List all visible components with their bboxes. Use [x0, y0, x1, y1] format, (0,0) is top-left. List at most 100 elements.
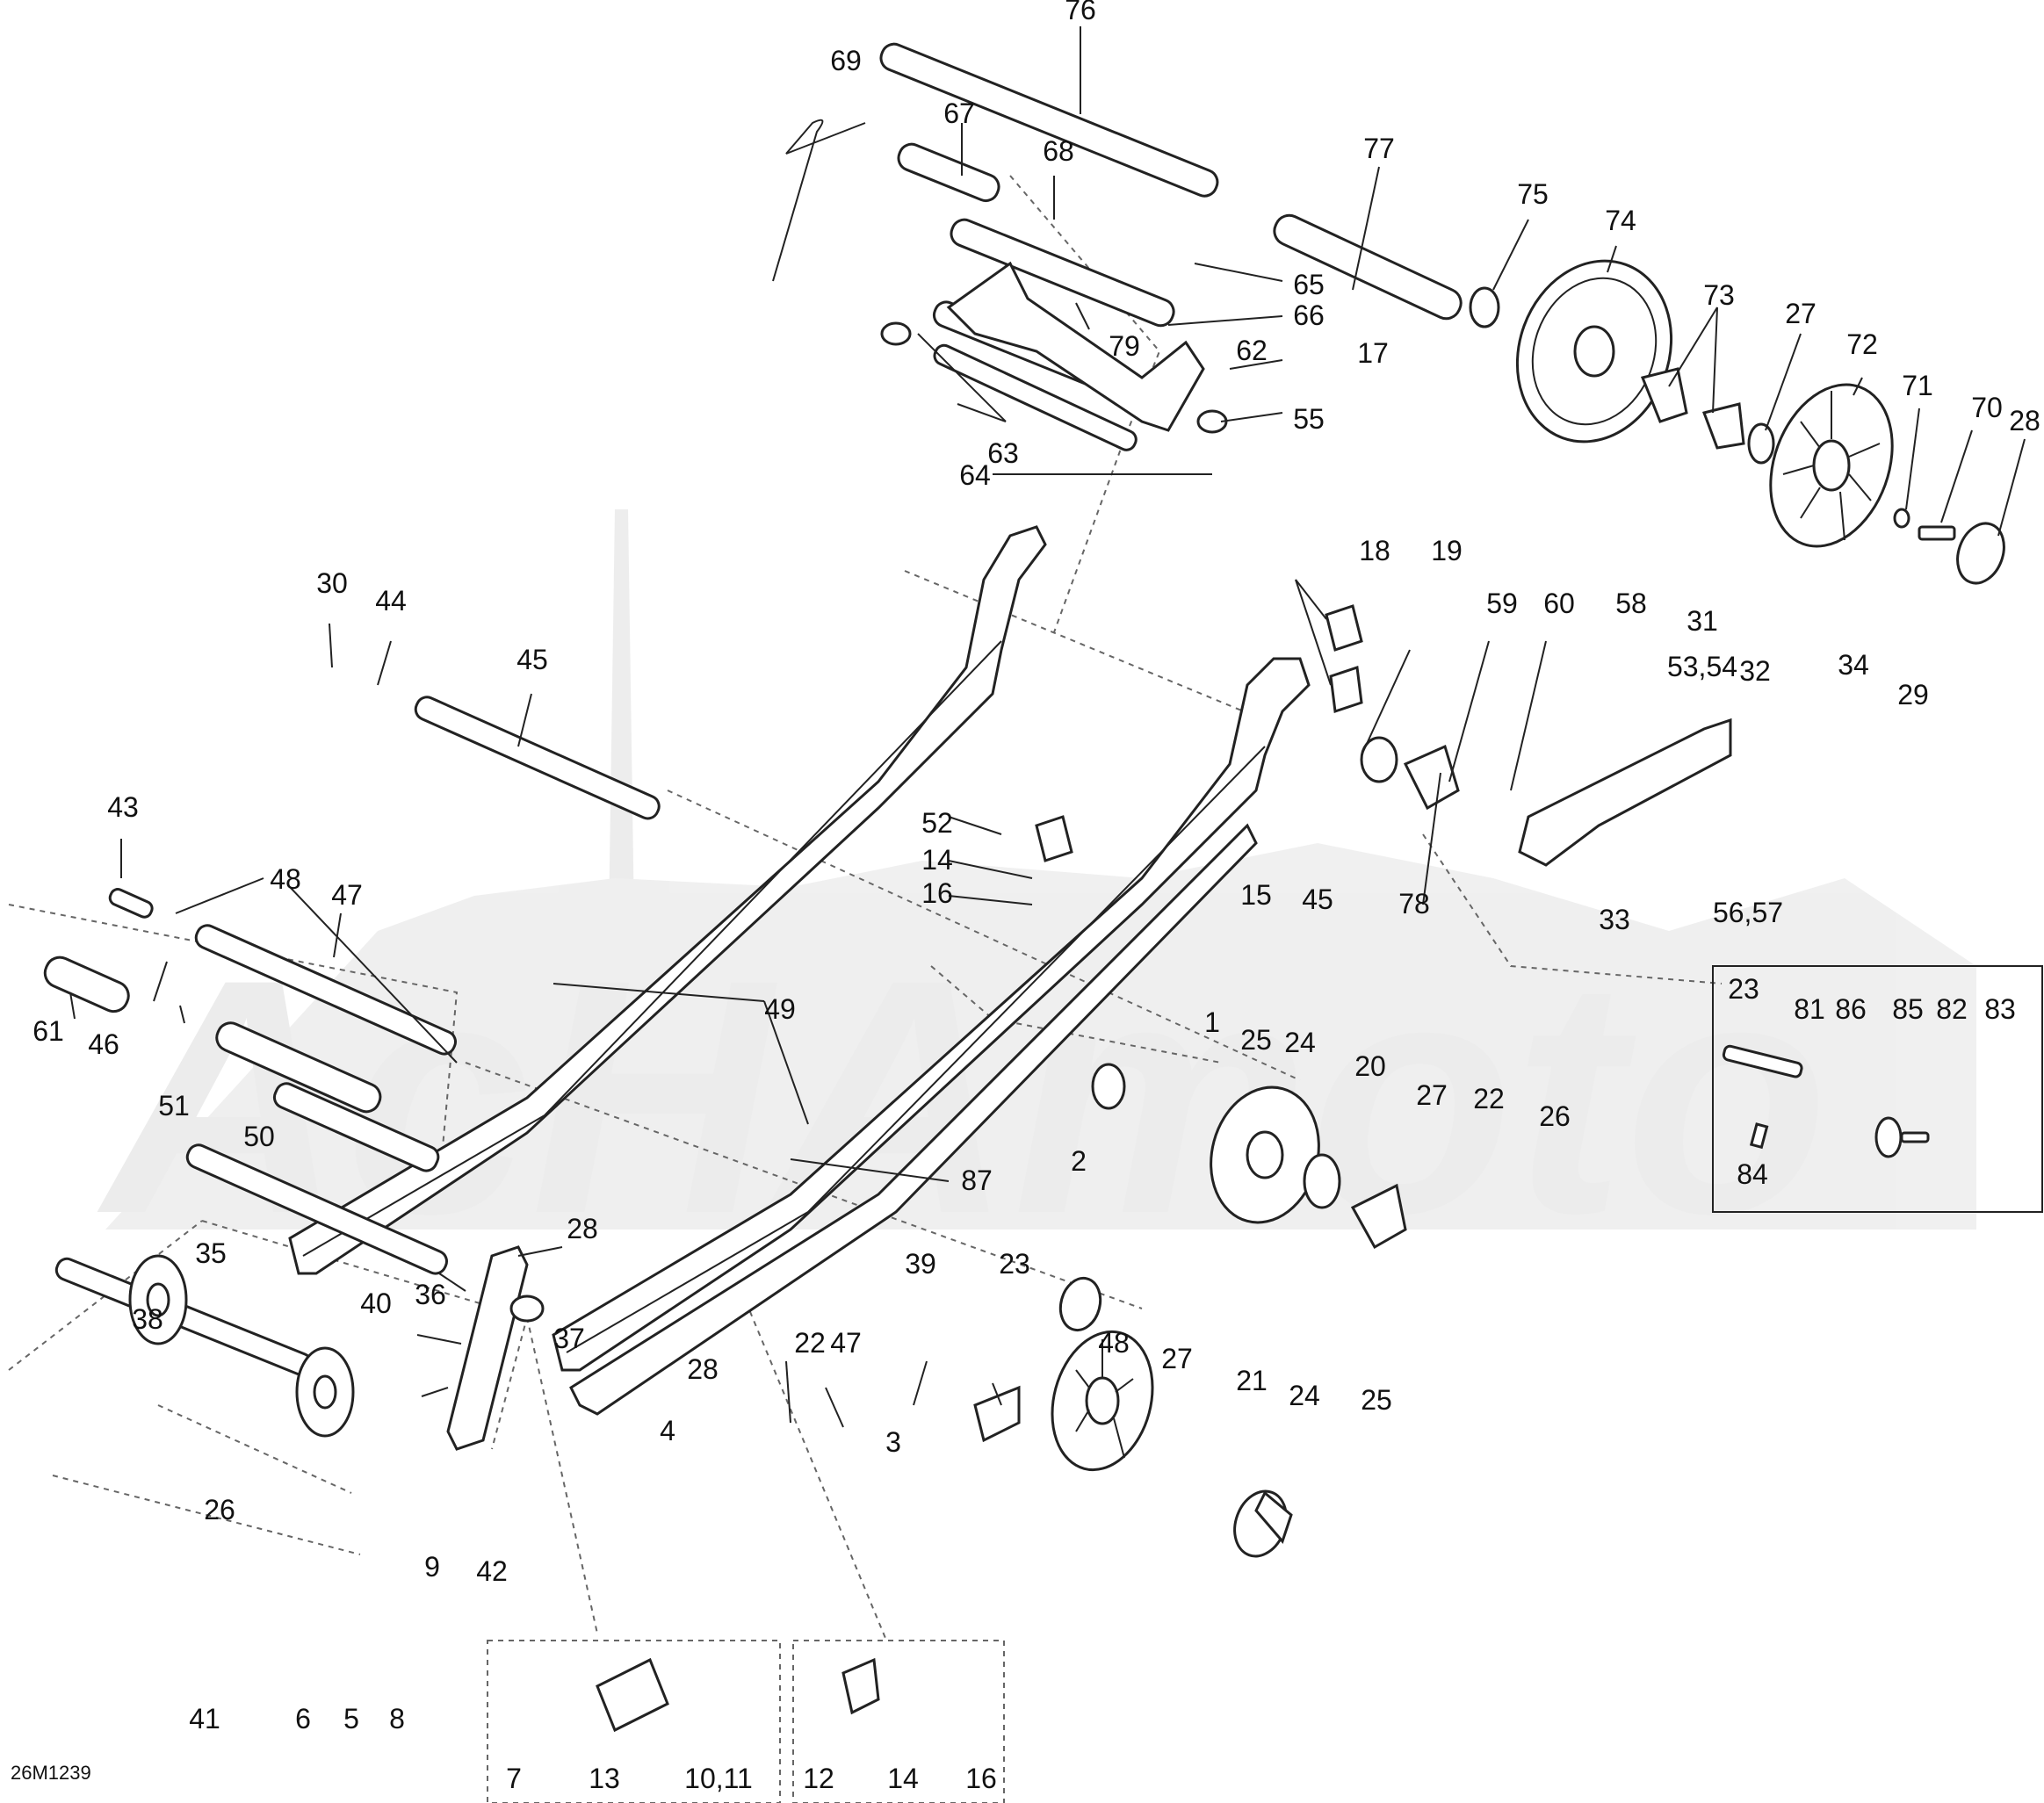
callout-label: 71 [1902, 370, 1933, 401]
callout-label: 50 [243, 1121, 275, 1152]
callout-label: 46 [88, 1028, 119, 1060]
callout-label: 14 [887, 1763, 919, 1794]
callout-label: 14 [921, 844, 953, 876]
callout-label: 20 [1354, 1050, 1386, 1082]
callout-label: 48 [270, 863, 301, 895]
callout-label: 87 [961, 1165, 993, 1196]
callout-label: 60 [1543, 588, 1575, 619]
callout-label: 81 [1794, 993, 1825, 1025]
callout-label: 56,57 [1713, 897, 1783, 928]
callout-label: 86 [1835, 993, 1867, 1025]
callout-label: 72 [1846, 328, 1878, 360]
callout-label: 62 [1236, 335, 1268, 366]
callout-label: 33 [1599, 904, 1630, 935]
callout-label: 53,54 [1667, 651, 1737, 682]
callout-label: 38 [132, 1303, 163, 1335]
callout-label: 67 [943, 97, 975, 129]
callout-label: 13 [589, 1763, 620, 1794]
parts-drawing [43, 42, 2043, 1733]
callout-label: 7 [506, 1763, 522, 1794]
callout-label: 23 [999, 1248, 1030, 1280]
callout-label: 59 [1486, 588, 1518, 619]
callout-label: 43 [107, 791, 139, 823]
callout-label: 3 [885, 1426, 901, 1458]
callout-label: 74 [1605, 205, 1636, 236]
callout-label: 2 [1071, 1145, 1087, 1177]
callout-label: 16 [965, 1763, 997, 1794]
callout-label: 27 [1416, 1079, 1448, 1111]
callout-label: 18 [1359, 535, 1390, 566]
callout-label: 48 [1098, 1327, 1130, 1359]
callout-label: 15 [1240, 879, 1272, 911]
callout-label: 8 [389, 1703, 405, 1734]
callout-label: 47 [331, 879, 363, 911]
callout-label: 78 [1398, 888, 1430, 920]
callout-label: 49 [764, 993, 796, 1025]
callout-label: 77 [1363, 133, 1395, 164]
callout-label: 51 [158, 1090, 190, 1121]
callout-label: 79 [1109, 330, 1140, 362]
callout-label: 25 [1361, 1384, 1392, 1416]
callout-label: 29 [1897, 679, 1929, 710]
callout-label: 37 [553, 1323, 585, 1354]
callout-label: 31 [1686, 605, 1718, 637]
callout-label: 39 [905, 1248, 936, 1280]
callout-label: 55 [1293, 403, 1325, 435]
callout-label: 9 [424, 1551, 440, 1583]
callout-label: 45 [1302, 883, 1333, 915]
callout-label: 10,11 [684, 1763, 753, 1794]
callout-label: 5 [343, 1703, 359, 1734]
callout-label: 27 [1161, 1343, 1193, 1374]
callout-label: 73 [1703, 279, 1735, 311]
callout-label: 70 [1971, 392, 2003, 423]
callout-label: 17 [1357, 337, 1389, 369]
callout-label: 28 [2009, 405, 2040, 436]
callout-label: 19 [1431, 535, 1463, 566]
callout-label: 16 [921, 877, 953, 909]
leader-lines [69, 26, 2026, 1428]
callout-label: 82 [1936, 993, 1968, 1025]
callout-label: 26 [204, 1494, 235, 1525]
callout-label: 26 [1539, 1100, 1571, 1132]
callout-label: 66 [1293, 299, 1325, 331]
callout-label: 22 [794, 1327, 826, 1359]
callout-label: 52 [921, 807, 953, 839]
callout-label: 69 [830, 45, 862, 76]
figure-code: 26M1239 [11, 1762, 91, 1784]
callout-label: 76 [1065, 0, 1096, 25]
callout-label: 65 [1293, 269, 1325, 300]
callout-label: 28 [567, 1213, 598, 1244]
callout-label: 32 [1739, 655, 1771, 687]
callout-label: 42 [476, 1555, 508, 1587]
callout-label: 68 [1043, 135, 1074, 167]
callout-label: 28 [687, 1353, 719, 1385]
callout-label: 21 [1236, 1365, 1268, 1396]
callout-label: 30 [316, 567, 348, 599]
callout-label: 35 [195, 1237, 227, 1269]
callout-label: 45 [516, 644, 548, 675]
callout-label: 34 [1838, 649, 1869, 681]
callout-label: 4 [660, 1415, 675, 1446]
callout-label: 6 [295, 1703, 311, 1734]
callout-label: 47 [830, 1327, 862, 1359]
callout-label: 75 [1517, 178, 1549, 210]
callout-label: 64 [959, 459, 991, 491]
callout-label: 24 [1289, 1380, 1320, 1411]
callout-label: 36 [415, 1279, 446, 1310]
callout-label: 40 [360, 1287, 392, 1319]
callout-label: 27 [1785, 298, 1816, 329]
callout-label: 22 [1473, 1083, 1505, 1114]
callout-label: 84 [1737, 1158, 1768, 1190]
callout-label: 85 [1892, 993, 1924, 1025]
callout-label: 44 [375, 585, 407, 617]
callout-label: 24 [1284, 1027, 1316, 1058]
callout-label: 23 [1728, 973, 1759, 1005]
callout-label: 58 [1615, 588, 1647, 619]
callout-label: 83 [1984, 993, 2016, 1025]
callout-label: 41 [189, 1703, 220, 1734]
callout-label: 25 [1240, 1024, 1272, 1056]
callout-label: 1 [1204, 1006, 1220, 1038]
callout-label: 12 [803, 1763, 834, 1794]
